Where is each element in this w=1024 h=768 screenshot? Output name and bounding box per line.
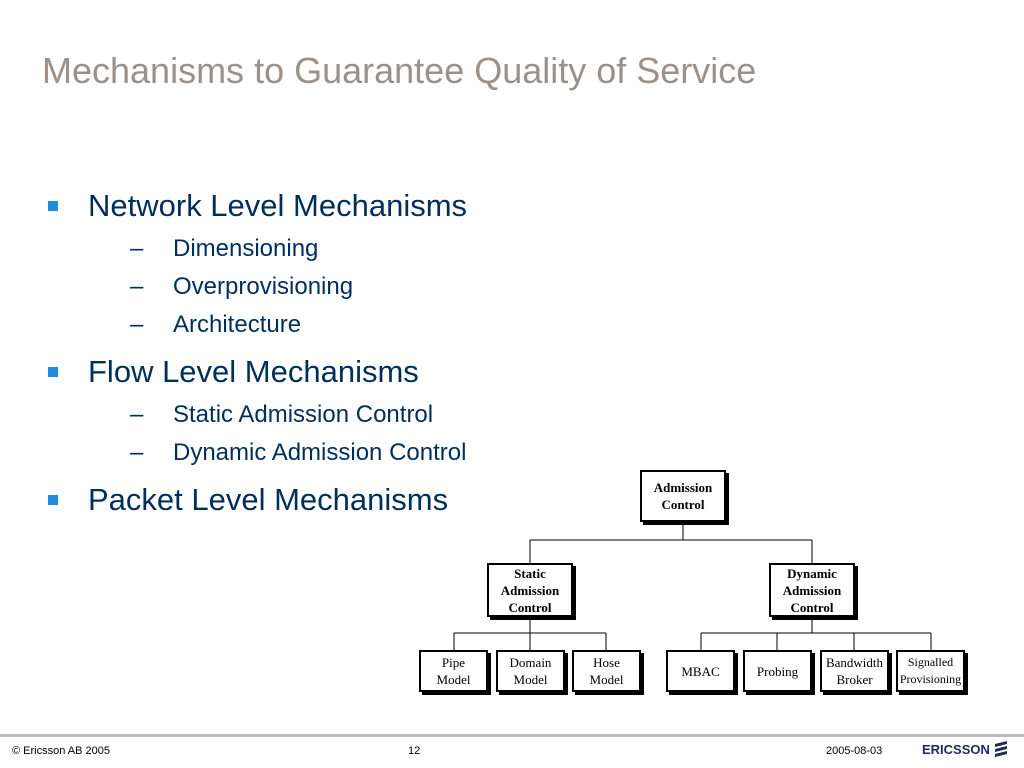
- node-line: Model: [436, 672, 471, 687]
- dash-icon: –: [130, 311, 144, 338]
- sub-item-label: Static Admission Control: [173, 401, 434, 428]
- node-line: Signalled: [907, 655, 954, 669]
- footer-page-number: 12: [408, 745, 421, 757]
- node-probing: Probing: [743, 650, 812, 692]
- node-line: Domain: [509, 655, 552, 670]
- node-line: Control: [508, 599, 552, 615]
- footer-date: 2005-08-03: [826, 745, 883, 757]
- sub-list-network: – Dimensioning – Overprovisioning – Archite…: [48, 230, 608, 344]
- sub-item-label: Architecture: [173, 311, 302, 338]
- sub-item: – Static Admission Control: [48, 396, 608, 434]
- sub-item-label: Dimensioning: [173, 235, 319, 262]
- sub-item-label: Overprovisioning: [173, 273, 354, 300]
- node-line: Pipe: [441, 655, 466, 670]
- bullet-list: Network Level Mechanisms – Dimensioning –…: [48, 182, 608, 524]
- node-line: Bandwidth: [825, 655, 884, 670]
- footer-copyright: © Ericsson AB 2005: [12, 745, 110, 757]
- node-line: Hose: [593, 655, 620, 670]
- bullet-flow-level: Flow Level Mechanisms: [48, 348, 608, 396]
- bullet-label: Flow Level Mechanisms: [88, 354, 419, 389]
- node-line: Control: [661, 497, 705, 512]
- square-bullet-icon: [48, 495, 58, 505]
- node-line: Broker: [836, 672, 873, 687]
- bullet-label: Packet Level Mechanisms: [88, 482, 449, 517]
- sub-item: – Overprovisioning: [48, 268, 608, 306]
- dash-icon: –: [130, 273, 144, 300]
- bullet-packet-level: Packet Level Mechanisms: [48, 476, 608, 524]
- node-line: Model: [513, 672, 548, 687]
- sub-item: – Dynamic Admission Control: [48, 434, 608, 472]
- square-bullet-icon: [48, 367, 58, 377]
- node-line: Probing: [756, 663, 799, 679]
- node-line: Admission: [653, 480, 713, 495]
- sub-item-label: Dynamic Admission Control: [173, 439, 467, 466]
- dash-icon: –: [130, 235, 144, 262]
- footer-divider: [0, 734, 1024, 737]
- node-line: Static: [514, 565, 546, 581]
- sub-item: – Architecture: [48, 306, 608, 344]
- bullet-label: Network Level Mechanisms: [88, 188, 468, 223]
- sub-list-flow: – Static Admission Control – Dynamic Admis…: [48, 396, 608, 472]
- sub-item: – Dimensioning: [48, 230, 608, 268]
- ericsson-logo: ERICSSON: [922, 741, 1008, 757]
- node-line: Dynamic: [787, 565, 837, 581]
- logo-text: ERICSSON: [922, 741, 990, 757]
- node-mbac: MBAC: [666, 650, 735, 692]
- bullet-network-level: Network Level Mechanisms: [48, 182, 608, 230]
- dash-icon: –: [130, 401, 144, 428]
- dash-icon: –: [130, 439, 144, 466]
- node-line: Admission: [500, 582, 560, 598]
- node-line: Provisioning: [899, 672, 962, 686]
- node-line: Admission: [782, 582, 842, 598]
- ericsson-logo-icon: [994, 741, 1007, 757]
- square-bullet-icon: [48, 201, 58, 211]
- node-line: Control: [790, 599, 834, 615]
- node-line: MBAC: [681, 663, 720, 679]
- slide-title: Mechanisms to Guarantee Quality of Servi…: [42, 50, 757, 91]
- node-line: Model: [589, 672, 624, 687]
